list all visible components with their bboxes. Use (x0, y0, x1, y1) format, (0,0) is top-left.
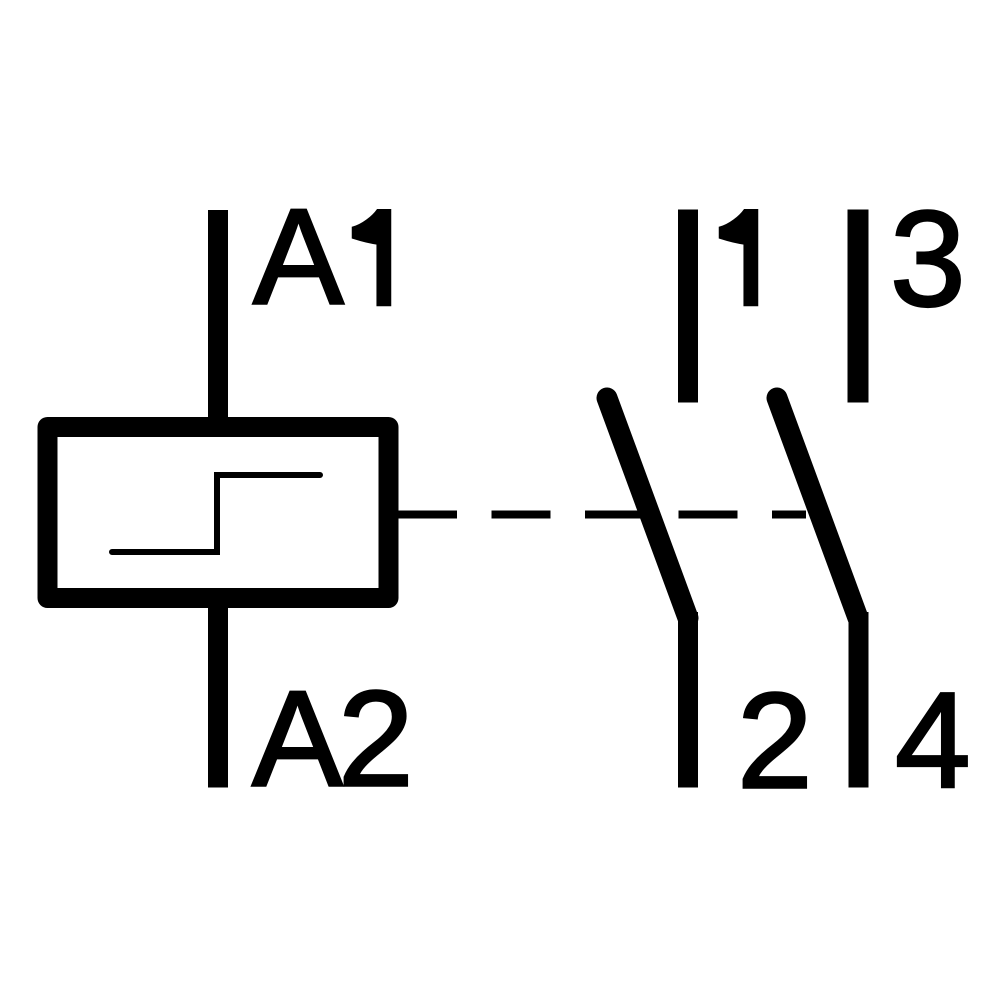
svg-text:3: 3 (890, 183, 966, 335)
svg-text:2: 2 (338, 663, 414, 815)
svg-text:4: 4 (895, 664, 971, 816)
svg-text:A: A (253, 181, 344, 333)
svg-text:2: 2 (737, 665, 813, 817)
svg-text:A: A (252, 663, 343, 815)
